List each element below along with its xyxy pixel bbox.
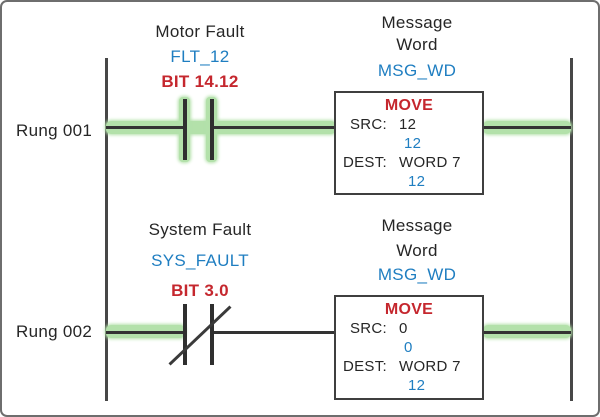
right-power-rail — [570, 58, 573, 401]
contact-bit-address: BIT 3.0 — [171, 281, 229, 300]
instruction-name: MOVE — [384, 97, 434, 114]
rung-001-wire — [214, 126, 335, 129]
contact-comment: System Fault — [148, 220, 252, 239]
dest-live-value: 12 — [408, 173, 426, 190]
rung-002-wire — [483, 331, 571, 334]
contact-bar-icon — [210, 304, 214, 365]
rung-002-wire — [106, 331, 185, 334]
src-label: SRC: — [349, 320, 387, 337]
move-instruction-block[interactable]: MOVE SRC: 12 12 DEST: WORD 7 12 — [334, 91, 484, 195]
rung-002-wire — [214, 331, 335, 334]
block-comment-line2: Word — [396, 35, 438, 54]
dest-value: WORD 7 — [399, 154, 461, 171]
contact-bar-icon — [210, 99, 214, 160]
dest-value: WORD 7 — [399, 358, 461, 375]
block-tag: MSG_WD — [377, 265, 457, 284]
src-live-value: 0 — [404, 339, 413, 356]
rung-001-wire — [483, 126, 571, 129]
instruction-name: MOVE — [384, 301, 434, 318]
src-value: 0 — [399, 320, 408, 337]
contact-bit-address: BIT 14.12 — [161, 72, 239, 91]
left-power-rail — [105, 58, 108, 401]
contact-bar-icon — [183, 99, 187, 160]
block-comment-line1: Message — [381, 13, 453, 32]
rung-002-label: Rung 002 — [16, 322, 93, 341]
rung-001-wire — [106, 126, 185, 129]
src-label: SRC: — [349, 116, 387, 133]
contact-tag: FLT_12 — [170, 47, 230, 66]
dest-label: DEST: — [342, 358, 387, 375]
contact-tag: SYS_FAULT — [151, 251, 249, 270]
dest-live-value: 12 — [408, 377, 426, 394]
rung-001-label: Rung 001 — [16, 121, 93, 140]
block-comment-line1: Message — [381, 216, 453, 235]
dest-label: DEST: — [342, 154, 387, 171]
block-comment-line2: Word — [396, 241, 438, 260]
src-live-value: 12 — [404, 135, 422, 152]
src-value: 12 — [399, 116, 417, 133]
block-tag: MSG_WD — [377, 61, 457, 80]
contact-comment: Motor Fault — [155, 22, 245, 41]
move-instruction-block[interactable]: MOVE SRC: 0 0 DEST: WORD 7 12 — [334, 295, 484, 400]
contact-bar-icon — [183, 304, 187, 365]
